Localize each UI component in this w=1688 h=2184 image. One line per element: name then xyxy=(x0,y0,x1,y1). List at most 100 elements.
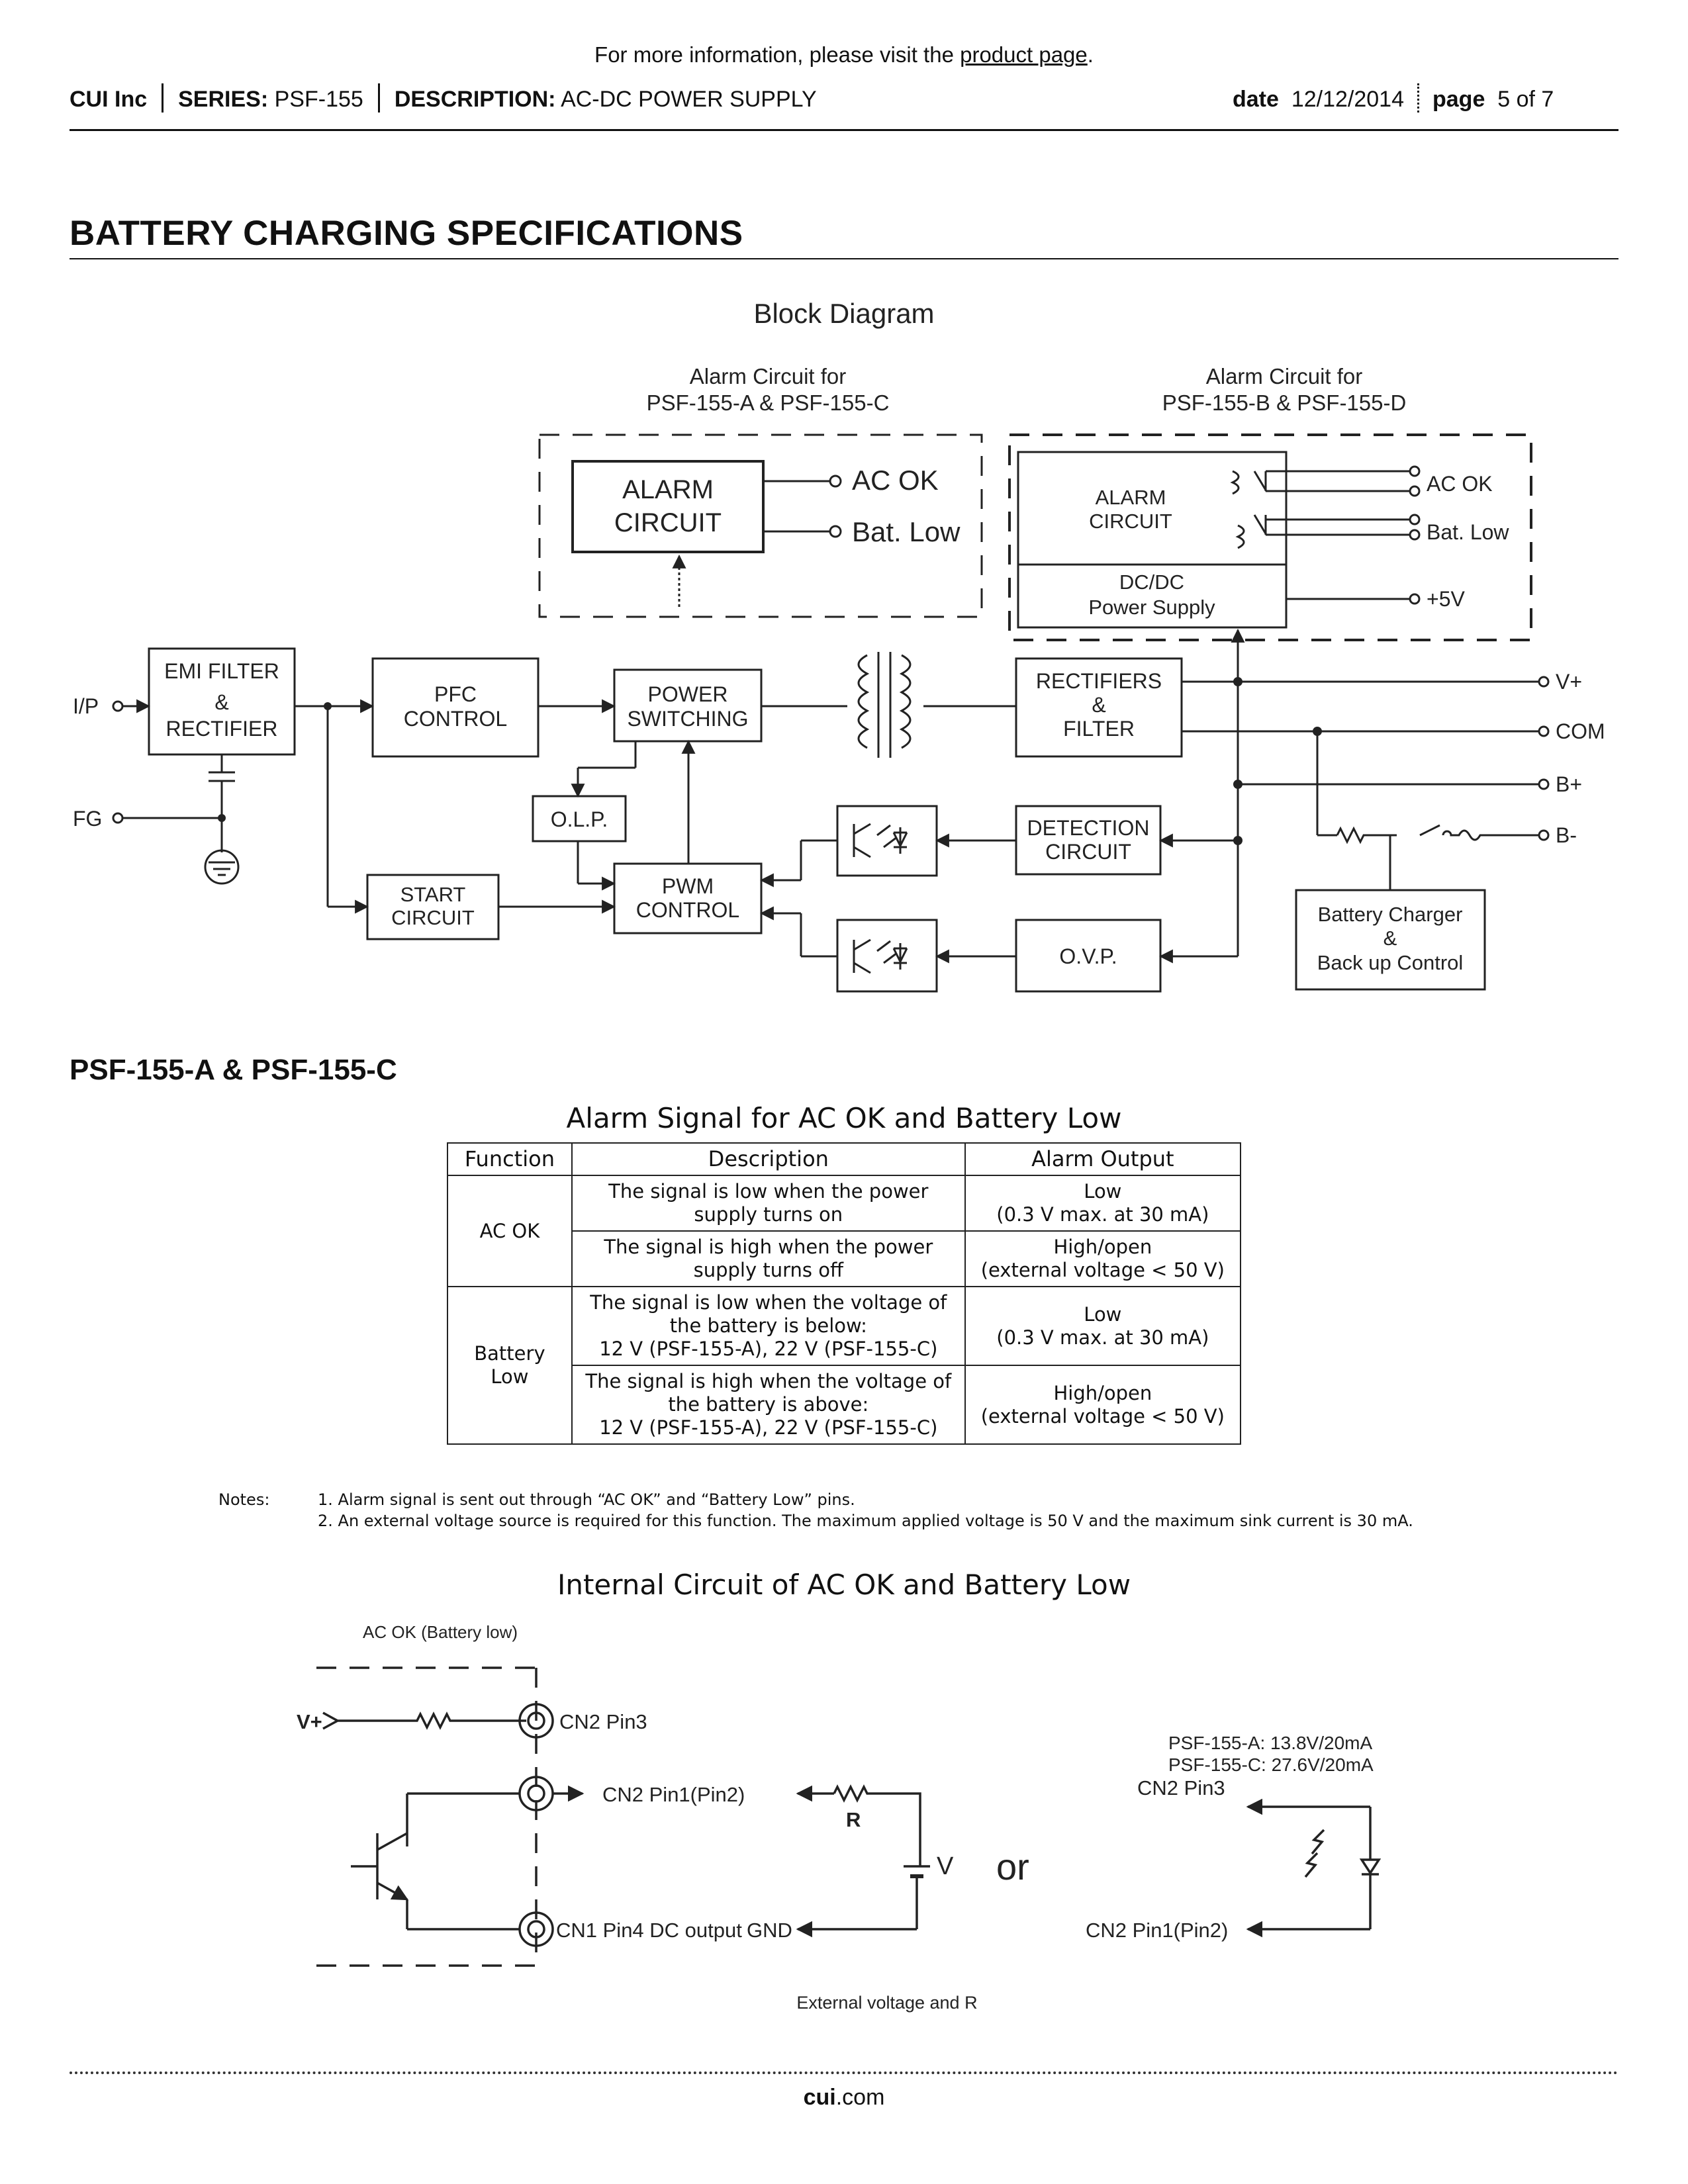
section-rule xyxy=(70,258,1618,259)
detection-label-2: CIRCUIT xyxy=(1045,840,1131,864)
rectifiers-filter-box xyxy=(1015,657,1183,758)
gnd-label: GND xyxy=(747,1919,792,1942)
bat-low-bd-label: Bat. Low xyxy=(1427,520,1509,544)
power-switching-label-1: POWER xyxy=(648,682,728,706)
ac-ok-label: AC OK xyxy=(852,465,939,496)
pwm-label-1: PWM xyxy=(662,874,714,898)
description-line: The signal is low when the voltage of xyxy=(590,1291,947,1314)
description-label: DESCRIPTION: xyxy=(394,86,556,112)
ovp-label: O.V.P. xyxy=(1059,944,1117,968)
footer: cui.com xyxy=(0,2085,1688,2111)
date-value: 12/12/2014 xyxy=(1291,86,1404,112)
fg-label: FG xyxy=(73,807,102,831)
table-header-alarm-output: Alarm Output xyxy=(964,1142,1242,1176)
cn2-pin1-label: CN2 Pin1(Pin2) xyxy=(602,1783,745,1806)
date-label: date xyxy=(1233,86,1279,112)
output-line: Low xyxy=(1084,1302,1122,1326)
table-header-function: Function xyxy=(447,1142,573,1176)
pwm-label-2: CONTROL xyxy=(636,898,739,922)
header-divider xyxy=(377,83,380,113)
description-line: The signal is high when the power xyxy=(604,1236,933,1258)
vplus-resistor-icon xyxy=(322,1711,526,1730)
optocoupler-icon xyxy=(853,823,908,858)
voltage-v-label: V xyxy=(937,1852,954,1880)
rectifiers-label-3: FILTER xyxy=(1063,717,1135,741)
bminus-label: B- xyxy=(1556,823,1577,847)
dcdc-label-1: DC/DC xyxy=(1119,570,1184,594)
power-switching-label-2: SWITCHING xyxy=(627,707,748,731)
internal-circuit-caption: Internal Circuit of AC OK and Battery Lo… xyxy=(557,1569,1131,1601)
function-line: Low xyxy=(491,1365,529,1388)
ac-ok-bd-label: AC OK xyxy=(1427,472,1493,496)
output-cell: High/open(external voltage < 50 V) xyxy=(964,1230,1242,1287)
optocoupler-top xyxy=(836,805,938,877)
table-header-row: Function Description Alarm Output xyxy=(447,1142,1242,1176)
header-divider xyxy=(162,83,164,113)
function-line: Battery xyxy=(474,1342,545,1365)
zener-diode-icon xyxy=(1359,1858,1382,1876)
output-line: (0.3 V max. at 30 mA) xyxy=(996,1203,1209,1226)
internal-circuit-diagram: AC OK (Battery low) V+ CN2 Pin3 CN2 Pin1… xyxy=(297,1622,1382,2013)
top-note-text: For more information, please visit the xyxy=(594,42,961,67)
start-label-2: CIRCUIT xyxy=(391,906,475,929)
external-voltage-caption: External voltage and R xyxy=(796,1993,977,2013)
table-caption: Alarm Signal for AC OK and Battery Low xyxy=(566,1102,1122,1134)
description-line: supply turns on xyxy=(694,1203,843,1226)
dcdc-label-2: Power Supply xyxy=(1088,596,1215,619)
emi-label-3: RECTIFIER xyxy=(166,717,278,741)
output-cell: High/open(external voltage < 50 V) xyxy=(964,1365,1242,1445)
top-note-period: . xyxy=(1087,42,1094,67)
cn2-pin3-right-label: CN2 Pin3 xyxy=(1137,1776,1225,1799)
alarm-bd-title-line1: Alarm Circuit for xyxy=(1206,364,1363,388)
section-title: BATTERY CHARGING SPECIFICATIONS xyxy=(70,214,743,253)
pfc-label-2: CONTROL xyxy=(404,707,507,731)
notes-label: Notes: xyxy=(218,1490,270,1509)
description-line: The signal is low when the power xyxy=(608,1180,929,1203)
alarm-signal-table: Function Description Alarm Output AC OK … xyxy=(447,1142,1242,1445)
cn2-pin3-label: CN2 Pin3 xyxy=(559,1710,647,1733)
series-value: PSF-155 xyxy=(274,86,363,112)
alarm-circuit-label-2: CIRCUIT xyxy=(614,508,722,537)
alarm-circuit-label-1: ALARM xyxy=(622,475,714,504)
rectifiers-label-2: & xyxy=(1092,693,1105,717)
footer-domain-bold: cui xyxy=(803,2085,836,2110)
output-line: High/open xyxy=(1053,1381,1152,1404)
alarm-ac-dashed-box xyxy=(538,433,983,618)
psf-155-c-spec: PSF-155-C: 27.6V/20mA xyxy=(1168,1754,1374,1775)
transformer-icon xyxy=(857,652,912,758)
bat-low-label: Bat. Low xyxy=(852,516,961,547)
psf-155-a-spec: PSF-155-A: 13.8V/20mA xyxy=(1168,1733,1372,1753)
note-item: 1. Alarm signal is sent out through “AC … xyxy=(318,1490,855,1509)
resistor-icon xyxy=(833,1784,921,1866)
description-line: the battery is below: xyxy=(669,1314,867,1337)
rectifiers-label-1: RECTIFIERS xyxy=(1036,669,1162,693)
olp-label: O.L.P. xyxy=(551,807,608,831)
header-rule xyxy=(70,129,1618,131)
alarm-circuit-box xyxy=(571,460,765,553)
page-label: page xyxy=(1432,86,1485,112)
alarm-ac-title-line1: Alarm Circuit for xyxy=(690,364,847,388)
alarm-ac-title-line2: PSF-155-A & PSF-155-C xyxy=(647,390,890,415)
footer-rule xyxy=(70,2071,1618,2074)
output-line: (external voltage < 50 V) xyxy=(980,1259,1225,1281)
output-line: (0.3 V max. at 30 mA) xyxy=(996,1326,1209,1349)
resistor-switch-fuse-icon xyxy=(1336,824,1538,844)
footer-domain-rest: .com xyxy=(835,2085,885,2110)
charger-label-3: Back up Control xyxy=(1317,951,1464,974)
alarm-circuit-bd-label-2: CIRCUIT xyxy=(1089,510,1172,533)
plus5v-label: +5V xyxy=(1427,587,1465,611)
alarm-circuit-bd-label-1: ALARM xyxy=(1096,486,1166,509)
header-divider xyxy=(1417,83,1419,113)
top-note: For more information, please visit the p… xyxy=(0,42,1688,68)
vplus-input-label: V+ xyxy=(297,1710,322,1733)
product-page-link[interactable]: product page xyxy=(960,42,1088,67)
block-diagram-title: Block Diagram xyxy=(753,298,934,329)
alarm-bd-title-line2: PSF-155-B & PSF-155-D xyxy=(1162,390,1407,415)
subhead: PSF-155-A & PSF-155-C xyxy=(70,1054,397,1086)
